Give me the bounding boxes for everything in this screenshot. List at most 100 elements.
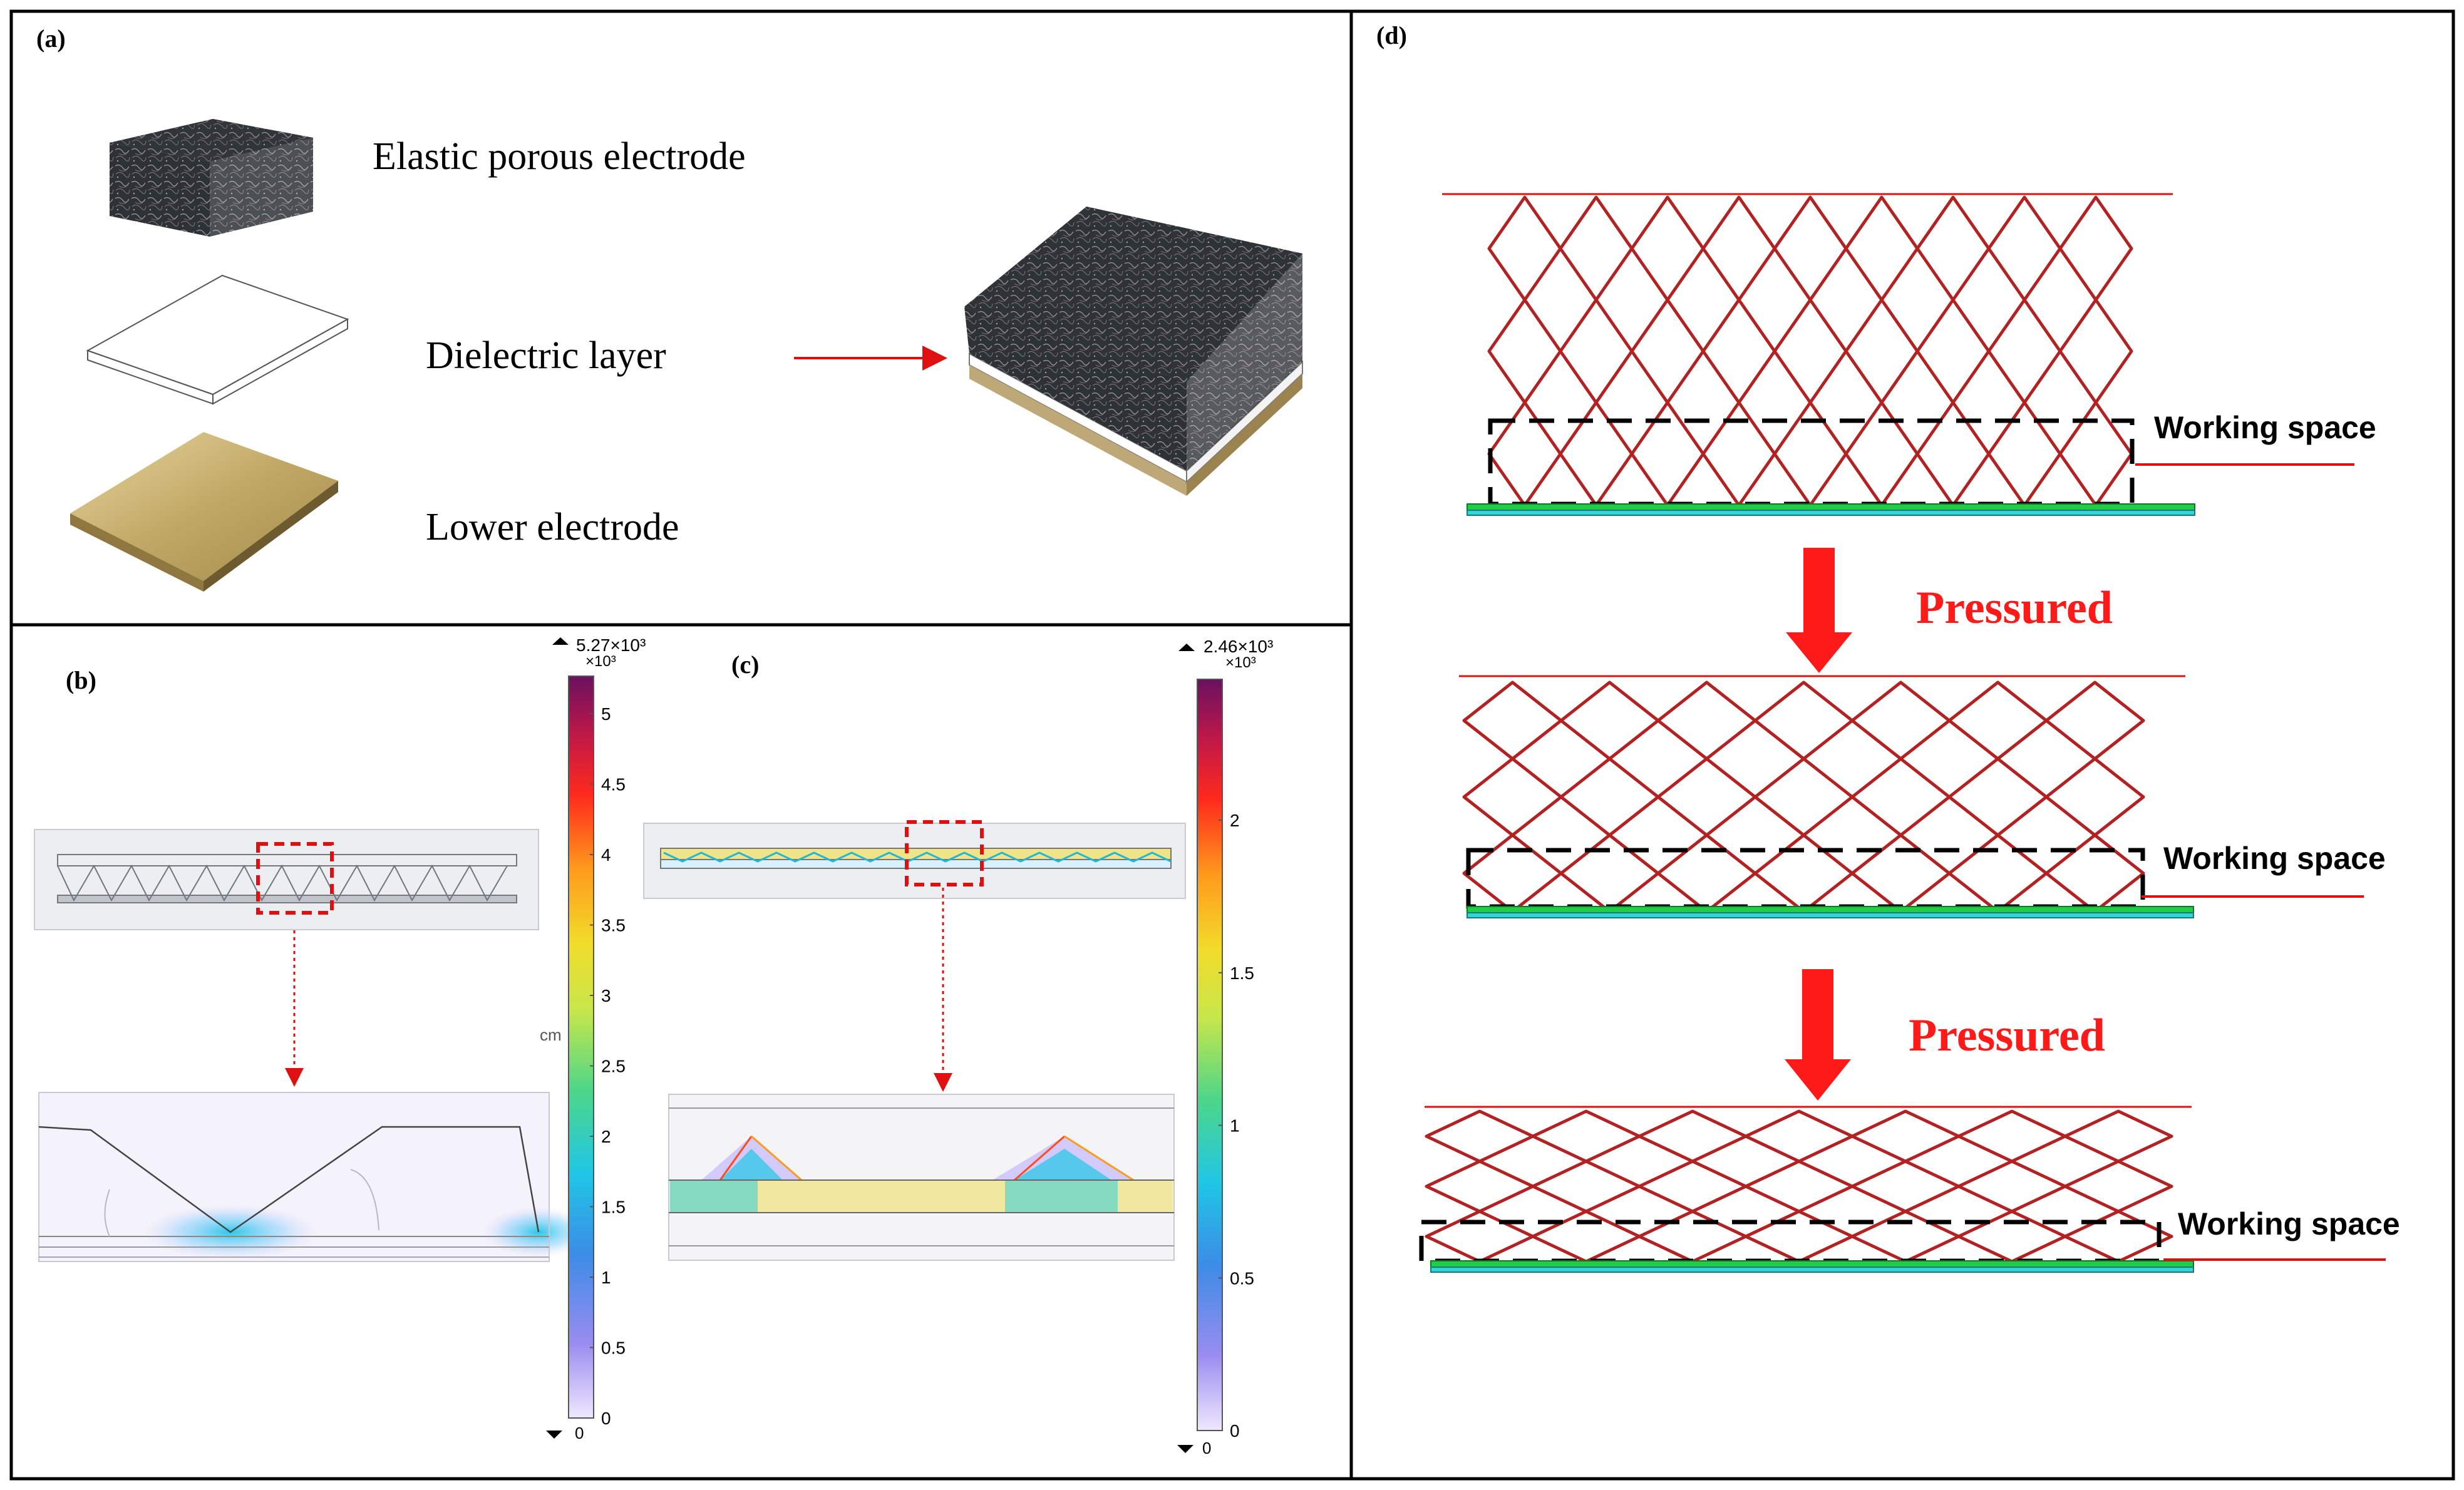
pressure-arrow-2-label: Pressured — [1909, 1010, 2105, 1061]
panel-a: (a) Elastic porous electrode Dielectric … — [36, 24, 1303, 592]
panel-b-zoom-view — [38, 1092, 595, 1262]
panel-b-colorbar-ticks: 54.543.532.521.510.50 — [590, 704, 626, 1428]
lattice-cell — [1487, 401, 1562, 507]
panel-c-colorbar-ticks: 21.510.50 — [1219, 811, 1254, 1441]
label-lower-electrode: Lower electrode — [426, 506, 679, 548]
lattice-cell — [1850, 1159, 1961, 1213]
lattice-cell — [2044, 681, 2145, 761]
lattice-cell — [1701, 401, 1776, 507]
lattice-cell — [1559, 833, 1660, 913]
colorbar-tick-label: 0.5 — [1230, 1268, 1254, 1288]
lattice-cell — [1637, 1159, 1748, 1213]
lattice-cell — [1559, 298, 1634, 404]
lattice-cell — [1773, 401, 1848, 507]
lattice-cell — [1773, 298, 1848, 404]
colorbar-tick-label: 1.5 — [601, 1198, 626, 1217]
lattice-cell — [1744, 1159, 1854, 1213]
lattice-cell — [1630, 195, 1705, 302]
lattice-cell — [1559, 401, 1634, 507]
panel-bc-frame — [9, 623, 1353, 1481]
lattice-cell — [1462, 833, 1563, 913]
colorbar-tick-label: 2 — [1230, 811, 1240, 830]
stage-3-lattice — [1425, 1109, 2173, 1263]
lattice-cell — [1957, 1159, 2067, 1213]
panel-c-zoom-box — [905, 820, 984, 886]
lattice-cell — [2044, 757, 2145, 837]
panel-c-overview — [643, 820, 1186, 1092]
stage-2-working-label: Working space — [2163, 841, 2386, 876]
lattice-cell — [1637, 1210, 1748, 1263]
stage-2: Working space — [1459, 675, 2386, 918]
pressure-arrow-1-label: Pressured — [1916, 582, 2113, 634]
stage-2-electrode — [1467, 906, 2194, 913]
panel-b-label: (b) — [66, 666, 96, 694]
panel-c: (c) 2 — [643, 637, 1273, 1457]
colorbar-tick-label: 2.5 — [601, 1057, 626, 1076]
stage-2-lattice — [1462, 681, 2145, 913]
lattice-cell — [2063, 1109, 2173, 1163]
lattice-cell — [1531, 1109, 1641, 1163]
panel-b-overview — [34, 829, 539, 1087]
stage-1-working-box — [1488, 418, 2135, 506]
panel-c-zoom-view — [668, 1094, 1175, 1261]
lattice-cell — [1850, 757, 1951, 837]
lattice-cell — [1656, 833, 1757, 913]
colorbar-tick-label: 0.5 — [601, 1338, 626, 1358]
colorbar-tick-label: 0 — [601, 1409, 611, 1428]
lattice-cell — [1656, 757, 1757, 837]
lattice-cell — [1987, 195, 2062, 302]
lattice-cell — [2058, 401, 2133, 507]
stage-1-working-label: Working space — [2154, 410, 2376, 445]
stage-1-electrode — [1467, 503, 2195, 511]
colorbar-tick-label: 5 — [601, 704, 611, 724]
lattice-cell — [1630, 401, 1705, 507]
panel-b-colorbar-unit: cm — [540, 1025, 562, 1044]
panel-b-overview-triangles — [57, 864, 508, 902]
panel-d-label: (d) — [1376, 21, 1407, 49]
lattice-cell — [1701, 298, 1776, 404]
colorbar-tick-label: 2 — [601, 1127, 611, 1146]
lattice-cell — [1462, 681, 1563, 761]
lattice-cell — [1915, 401, 1991, 507]
panel-c-colorbar-min: 0 — [1202, 1439, 1211, 1457]
panel-b-colorbar-multiplier: ×10³ — [585, 653, 616, 670]
lattice-cell — [1844, 401, 1919, 507]
colorbar-tick-label: 4 — [601, 845, 611, 865]
lattice-cell — [1656, 681, 1757, 761]
colorbar-tick-label: 1 — [601, 1268, 611, 1287]
lattice-cell — [1753, 681, 1854, 761]
lattice-cell — [1744, 1109, 1854, 1163]
colorbar-tick-label: 3.5 — [601, 916, 626, 935]
panel-b-colorbar-min: 0 — [575, 1424, 584, 1442]
lattice-cell — [1957, 1210, 2067, 1263]
lattice-cell — [1773, 195, 1848, 302]
lattice-cell — [1744, 1210, 1854, 1263]
lattice-cell — [1559, 681, 1660, 761]
colorbar-tick-label: 1 — [1230, 1116, 1240, 1136]
lower-electrode-plate — [70, 432, 338, 592]
lattice-cell — [1531, 1210, 1641, 1263]
lattice-cell — [1753, 757, 1854, 837]
panel-d: (d) Working space Pressured Working spac… — [1376, 21, 2400, 1273]
lattice-cell — [1850, 1210, 1961, 1263]
dielectric-layer-sheet — [86, 274, 349, 405]
label-dielectric-layer: Dielectric layer — [426, 334, 666, 377]
panel-c-label: (c) — [731, 650, 759, 679]
lattice-cell — [2063, 1210, 2173, 1263]
colorbar-tick-label: 1.5 — [1230, 963, 1254, 983]
lattice-cell — [1531, 1159, 1641, 1213]
lattice-cell — [1850, 833, 1951, 913]
lattice-cell — [1425, 1210, 1535, 1263]
pressure-arrow-2: Pressured — [1785, 969, 2105, 1101]
lattice-cell — [1915, 298, 1991, 404]
lattice-cell — [1947, 681, 2048, 761]
panel-b-colorbar: 5.27×10³ ×10³ cm 54.543.532.521.510.50 0 — [540, 635, 646, 1442]
panel-b-colorbar-max: 5.27×10³ — [576, 635, 646, 655]
lattice-cell — [2044, 833, 2145, 913]
lattice-cell — [1987, 298, 2062, 404]
assembled-device — [964, 207, 1303, 496]
panel-c-colorbar-max: 2.46×10³ — [1204, 637, 1273, 656]
stage-3: Working space — [1419, 1106, 2400, 1273]
lattice-cell — [1425, 1159, 1535, 1213]
